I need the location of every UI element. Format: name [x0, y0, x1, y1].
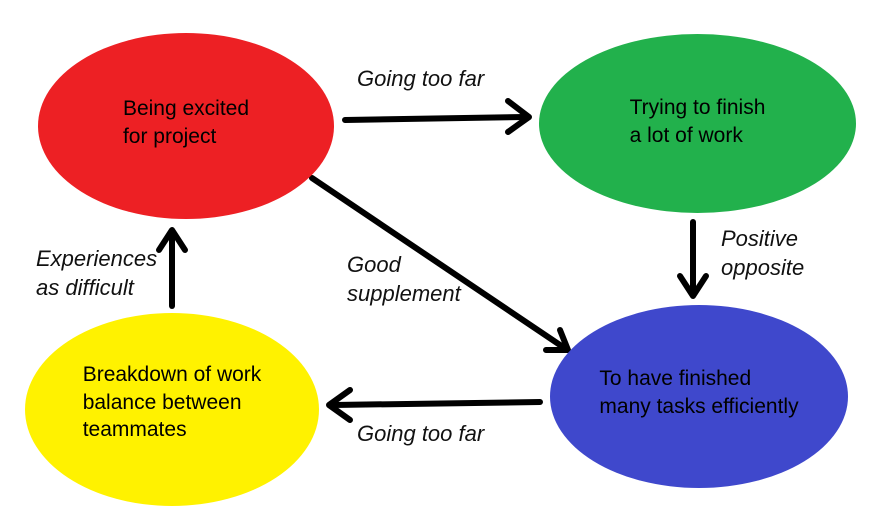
arrow-excited-to-trying — [342, 98, 532, 135]
node-trying-to-finish-label: Trying to finish a lot of work — [629, 95, 766, 147]
node-trying-to-finish: Trying to finish a lot of work — [539, 34, 856, 213]
arrow-breakdown-to-excited — [156, 227, 188, 309]
edge-label-going-too-far-bottom: Going too far — [357, 421, 485, 446]
node-work-breakdown-label: Breakdown of work balance between teamma… — [82, 362, 262, 442]
arrow-finished-to-breakdown — [326, 387, 543, 423]
edge-label-experiences-as-difficult: Experiences as difficult — [36, 246, 158, 301]
edge-label-positive-opposite: Positive opposite — [721, 226, 805, 281]
edge-label-good-supplement: Good supplement — [347, 252, 461, 307]
node-finished-tasks: To have finished many tasks efficiently — [550, 305, 848, 488]
node-finished-tasks-label: To have finished many tasks efficiently — [599, 366, 799, 418]
arrow-trying-to-finished — [677, 219, 709, 299]
edge-label-going-too-far-top: Going too far — [357, 66, 485, 91]
node-work-breakdown: Breakdown of work balance between teamma… — [25, 313, 319, 506]
node-being-excited-label: Being excited for project — [122, 97, 250, 148]
node-being-excited: Being excited for project — [38, 33, 334, 219]
